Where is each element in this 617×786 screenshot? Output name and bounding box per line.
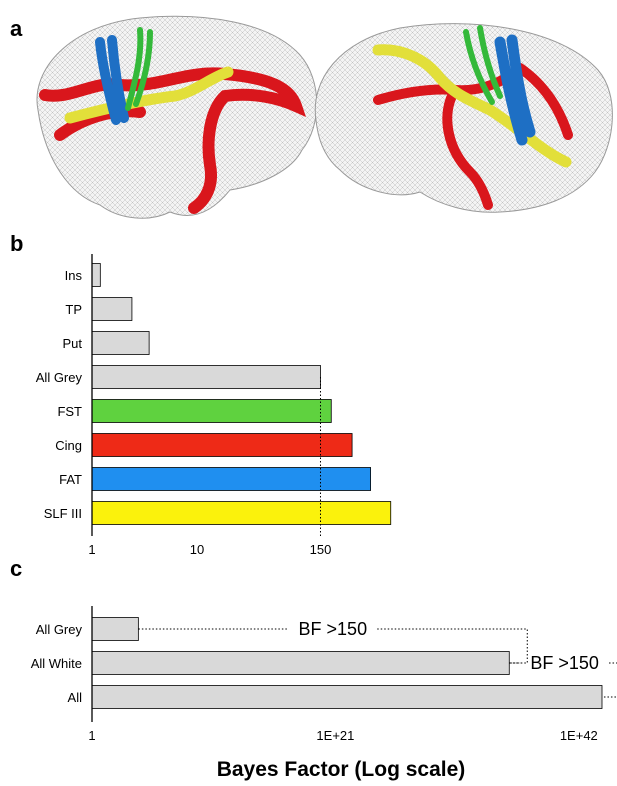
category-label-all-white: All White [31, 656, 82, 671]
tract-green-right [463, 25, 503, 105]
x-tick-label-1: 1 [88, 728, 95, 743]
bar-all [91, 685, 603, 709]
brain-image-left [36, 15, 318, 219]
x-tick-label-1e-42: 1E+42 [560, 728, 598, 743]
bar-slf-iii [91, 501, 392, 525]
significance-bracket-2 [509, 662, 617, 698]
bar-fst [91, 399, 332, 423]
tract-yellow-right [372, 44, 572, 168]
tract-green-left [125, 27, 153, 111]
bar-tp [91, 297, 133, 321]
brain-image-right [314, 23, 613, 213]
category-label-cing: Cing [55, 438, 82, 453]
significance-label-2: BF >150 [530, 653, 599, 673]
significance-label-1: BF >150 [299, 619, 368, 639]
category-label-put: Put [62, 336, 82, 351]
bar-all-grey [91, 617, 139, 641]
category-label-all-grey: All Grey [36, 370, 83, 385]
category-label-all-grey: All Grey [36, 622, 83, 637]
x-tick-label-150: 150 [310, 542, 332, 557]
category-label-ins: Ins [65, 268, 83, 283]
category-label-all: All [68, 690, 83, 705]
x-tick-label-10: 10 [190, 542, 204, 557]
category-label-tp: TP [65, 302, 82, 317]
category-label-slf-iii: SLF III [44, 506, 82, 521]
tract-blue-right [494, 34, 536, 146]
category-label-fat: FAT [59, 472, 82, 487]
x-tick-label-1: 1 [88, 542, 95, 557]
tract-blue-left [95, 35, 129, 125]
bar-ins [91, 263, 101, 287]
bar-all-grey [91, 365, 321, 389]
bar-put [91, 331, 150, 355]
tract-yellow-left [64, 66, 234, 124]
brain-outline-right [314, 23, 613, 213]
significance-bracket-1 [138, 628, 528, 664]
bar-fat [91, 467, 371, 491]
x-tick-label-1e-21: 1E+21 [316, 728, 354, 743]
panel-b-label: b [10, 231, 23, 256]
x-axis-title: Bayes Factor (Log scale) [217, 758, 466, 781]
bar-all-white [91, 651, 510, 675]
panel-a-label: a [10, 16, 23, 41]
bar-cing [91, 433, 353, 457]
panel-c-label: c [10, 556, 22, 581]
category-label-fst: FST [57, 404, 82, 419]
